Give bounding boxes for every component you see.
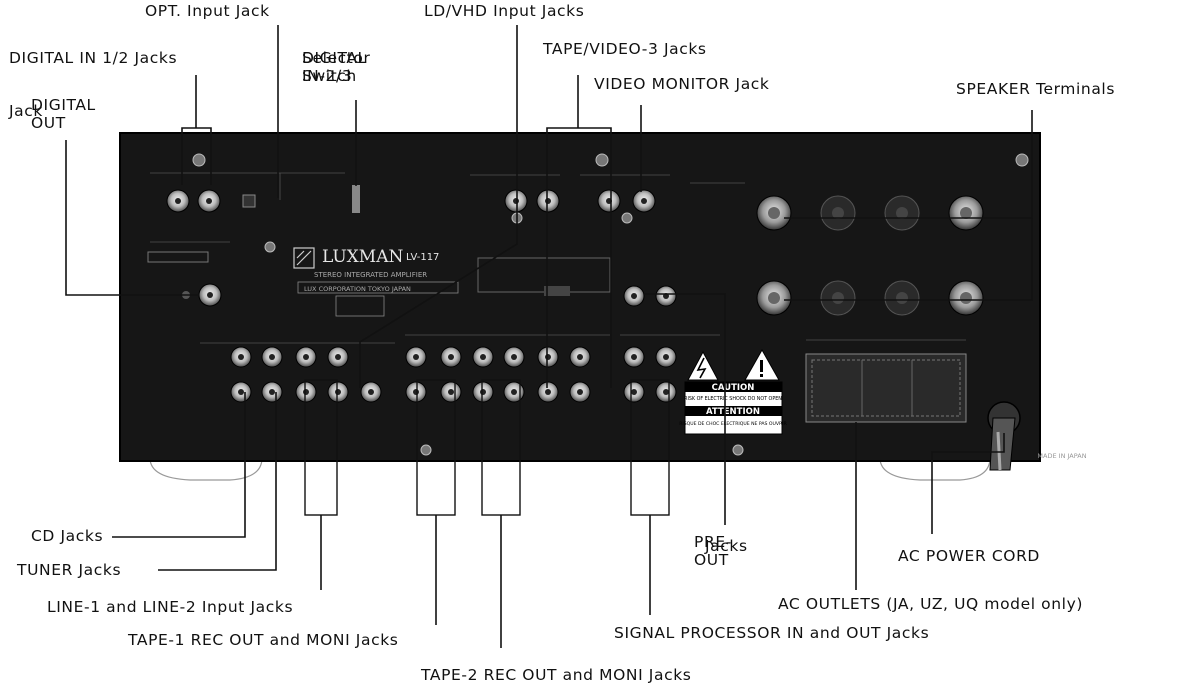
- badge-brand: LUXMAN: [322, 247, 403, 267]
- rca-jack-pin: [448, 389, 454, 395]
- rca-jack-pin: [269, 389, 275, 395]
- label-tape1-rec-out-moni: TAPE-1 REC OUT and MONI Jacks: [128, 631, 399, 649]
- rca-jack-pin: [511, 389, 517, 395]
- digital-in-jacks: [166, 189, 256, 213]
- label-ld-vhd-input-jacks: LD∕VHD Input Jacks: [424, 2, 585, 20]
- label-digital-in-23-line2: Selector Switch: [302, 49, 371, 85]
- label-line12-input-jacks: LINE-1 and LINE-2 Input Jacks: [47, 598, 294, 616]
- rca-jack-pin: [663, 354, 669, 360]
- label-ac-power-cord: AC POWER CORD: [898, 547, 1040, 565]
- label-opt-input-jack: OPT. Input Jack: [145, 2, 270, 20]
- label-tape-video3-jacks: TAPE∕VIDEO-3 Jacks: [543, 40, 707, 58]
- rca-jack-pin: [480, 354, 486, 360]
- digital-selector-switch: [352, 185, 360, 213]
- rca-jack-pin: [238, 354, 244, 360]
- label-digital-out-line1: DIGITAL OUT: [31, 96, 96, 132]
- rca-jack-pin: [511, 354, 517, 360]
- amplifier-feet: [149, 457, 991, 481]
- label-tape2-rec-out-moni: TAPE-2 REC OUT and MONI Jacks: [421, 666, 692, 684]
- svg-text:MADE IN JAPAN: MADE IN JAPAN: [1037, 452, 1086, 460]
- rca-jack-pin: [545, 389, 551, 395]
- svg-text:CAUTION: CAUTION: [712, 383, 755, 393]
- rca-jack-pin: [631, 389, 637, 395]
- rca-jack-pin: [631, 354, 637, 360]
- badge-model: LV-117: [406, 252, 439, 263]
- label-digital-in-23-line1: DIGITAL IN-2∕3: [302, 49, 367, 85]
- label-ac-outlets: AC OUTLETS (JA, UZ, UQ model only): [778, 595, 1084, 613]
- ac-outlets: [805, 353, 967, 423]
- label-pre-out-line1: PRE-OUT: [694, 533, 732, 569]
- rca-jack-rows: [230, 346, 677, 403]
- label-signal-processor-jacks: SIGNAL PROCESSOR IN and OUT Jacks: [614, 624, 930, 642]
- label-speaker-terminals: SPEAKER Terminals: [956, 80, 1116, 98]
- rca-jack-pin: [663, 389, 669, 395]
- label-video-monitor-jack: VIDEO MONITOR Jack: [594, 75, 770, 93]
- luxman-badge: LUXMAN LV-117 STEREO INTEGRATED AMPLIFIE…: [293, 247, 459, 317]
- rca-jack-pin: [480, 389, 486, 395]
- rca-jack-pin: [238, 389, 244, 395]
- label-pre-out-line2: Jacks: [705, 537, 748, 555]
- badge-subtitle: STEREO INTEGRATED AMPLIFIER: [314, 271, 427, 279]
- rca-jack-pin: [577, 389, 583, 395]
- rca-jack-pin: [545, 354, 551, 360]
- rca-jack-pin: [413, 389, 419, 395]
- svg-text:LUX CORPORATION TOKYO JAPAN: LUX CORPORATION TOKYO JAPAN: [304, 285, 411, 293]
- rca-jack-pin: [368, 389, 374, 395]
- rca-jack-pin: [335, 354, 341, 360]
- svg-text:RISQUE DE CHOC ELECTRIQUE NE P: RISQUE DE CHOC ELECTRIQUE NE PAS OUVRIR: [679, 421, 787, 427]
- label-cd-jacks: CD Jacks: [31, 527, 104, 545]
- ac-power-cord: MADE IN JAPAN: [987, 401, 1087, 471]
- svg-text:RISK OF ELECTRIC SHOCK DO NOT: RISK OF ELECTRIC SHOCK DO NOT OPEN: [684, 396, 782, 402]
- svg-text:ATTENTION: ATTENTION: [706, 407, 760, 417]
- pre-out-jacks: [623, 285, 677, 307]
- rca-jack-pin: [303, 354, 309, 360]
- label-digital-out-line2: Jack: [9, 102, 43, 120]
- speaker-terminals: [756, 195, 984, 316]
- rca-jack-pin: [413, 354, 419, 360]
- leader-lines: [65, 25, 1033, 648]
- label-digital-in-12-jacks: DIGITAL IN 1∕2 Jacks: [9, 49, 178, 67]
- label-tuner-jacks: TUNER Jacks: [17, 561, 122, 579]
- rca-jack-pin: [577, 354, 583, 360]
- rca-jack-pin: [448, 354, 454, 360]
- rca-jack-pin: [269, 354, 275, 360]
- caution-label: CAUTION RISK OF ELECTRIC SHOCK DO NOT OP…: [679, 348, 788, 435]
